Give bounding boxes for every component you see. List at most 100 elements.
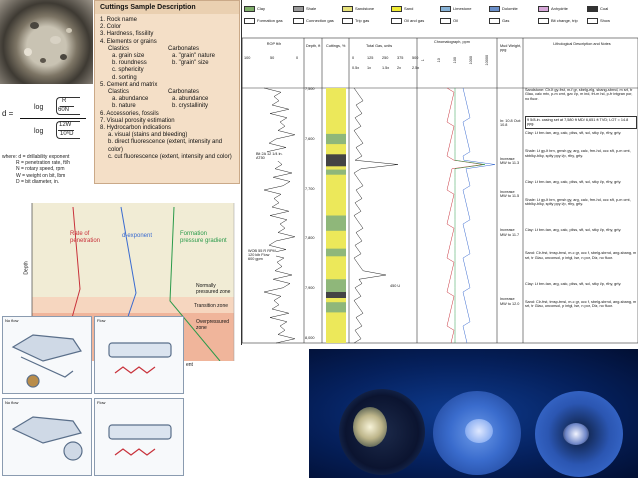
legend-label: Oil and gas bbox=[404, 18, 425, 23]
legend-item: Formation gas bbox=[243, 17, 283, 25]
cuttings-col: Clastics bbox=[108, 45, 130, 52]
legend-label: Bit change, trip bbox=[551, 18, 578, 23]
gas-tick: 500 bbox=[412, 56, 419, 60]
gas-tick2: 1x bbox=[367, 66, 372, 70]
litho-header: Lithological Description and Notes bbox=[553, 42, 611, 46]
gas-tick: 375 bbox=[397, 56, 404, 60]
eq-den2: 10⁶D bbox=[60, 131, 74, 137]
legend-item: Gas bbox=[488, 17, 509, 25]
litho-note: Sandstone: Clr-lt gy-frst, m-f gr, sbelg… bbox=[525, 88, 633, 101]
panel-flow-1: Flow bbox=[94, 316, 184, 394]
legend-item: Oil bbox=[439, 17, 458, 25]
cuttings-row: b. nature b. crystallinity bbox=[100, 103, 234, 110]
legend-label: Connection gas bbox=[306, 18, 334, 23]
mud-note: Increase MW to 11.7 bbox=[500, 228, 520, 237]
lithology-legend: Clay Shale Sandstone Sand Limestone Dolomite A… bbox=[243, 0, 638, 34]
mud-note: Increase MW to 11.3 bbox=[500, 156, 520, 166]
cuttings-line: a. visual (stains and bleeding) bbox=[108, 132, 188, 139]
gas-tick2: 0.5x bbox=[352, 66, 360, 70]
cuttings-col: b. crystallinity bbox=[172, 103, 209, 110]
cuttings-col: a. abundance bbox=[172, 96, 209, 103]
eq-num2: 60N bbox=[58, 107, 70, 113]
normal-zone-label: Normally pressured zone bbox=[196, 283, 231, 295]
cuttings-line: 4. Elements or grains bbox=[100, 38, 157, 45]
chrom-tick: 10000 bbox=[485, 54, 490, 66]
legend-item: Bit change, trip bbox=[537, 17, 578, 25]
legend-swatch bbox=[293, 6, 304, 12]
legend-item: Shale bbox=[292, 5, 316, 13]
legend-item: Dolomite bbox=[488, 5, 518, 13]
depth-tick: 7,900 bbox=[305, 286, 315, 291]
legend-swatch bbox=[489, 18, 500, 24]
cuttings-col: c. sphericity bbox=[112, 67, 144, 74]
cuttings-col: Carbonates bbox=[168, 89, 200, 96]
cuttings-header: Cuttings, % bbox=[326, 44, 346, 48]
chrom-header: Chromatograph, ppm bbox=[434, 40, 470, 44]
legend-item: Clay bbox=[243, 5, 265, 13]
cuttings-col: Clastics bbox=[108, 89, 130, 96]
mud-note: In: 10.8 Out: 10.8 bbox=[500, 118, 521, 127]
eq-den1: 12W bbox=[59, 122, 72, 128]
cuttings-col: a. grain size bbox=[112, 53, 145, 60]
legend-swatch bbox=[538, 6, 549, 12]
cuttings-col: b. roundness bbox=[112, 60, 147, 67]
legend-item: Sand bbox=[390, 5, 413, 13]
chrom-tick: 1 bbox=[420, 59, 425, 62]
legend-item: Sandstone bbox=[341, 5, 374, 13]
cuttings-col: a. abundance bbox=[112, 96, 149, 103]
legend-label: Gas bbox=[502, 18, 510, 23]
cuttings-col: d. sorting bbox=[112, 74, 137, 81]
cuttings-col: a. "grain" nature bbox=[172, 53, 215, 60]
legend-swatch bbox=[244, 6, 255, 12]
litho-note: Clay: Lt brn-tan, arg, calc, pliss, sft,… bbox=[525, 228, 622, 233]
cuttings-row: c. sphericity bbox=[100, 67, 234, 74]
gas-tick: 250 bbox=[382, 56, 389, 60]
legend-item: Limestone bbox=[439, 5, 471, 13]
eq-log-bottom: log bbox=[34, 128, 44, 135]
legend-swatch bbox=[342, 18, 353, 24]
rop-tick: 0 bbox=[296, 56, 299, 60]
legend-label: Trip gas bbox=[355, 18, 370, 23]
cuttings-col: b. "grain" size bbox=[172, 60, 209, 67]
depth-header: Depth, ft bbox=[306, 44, 321, 48]
legend-item: Connection gas bbox=[292, 17, 334, 25]
legend-swatch bbox=[489, 6, 500, 12]
litho-note: Shale: Lt gy-lt brn, grnsh gy, arg, calc… bbox=[525, 197, 631, 207]
cuttings-line: 1. Rock name bbox=[100, 17, 138, 23]
legend-label: Shale bbox=[306, 6, 317, 11]
legend-swatch bbox=[440, 18, 451, 24]
gas-trap-diagrams: No flow Flow No flow Flow bbox=[0, 314, 186, 478]
eq-d: d = bbox=[2, 109, 14, 118]
cuttings-description-card: Cuttings Sample Description 1. Rock name… bbox=[94, 0, 240, 184]
casing-note: 9 5/8-in. casing set at 7,580 ft MD/ 6,6… bbox=[525, 116, 637, 129]
legend-label: Anhydrite bbox=[551, 6, 568, 11]
legend-item: Anhydrite bbox=[537, 5, 568, 13]
chrom-tick: 10 bbox=[436, 58, 441, 63]
depth-tick: 7,800 bbox=[305, 236, 315, 241]
rop-tick: 100 bbox=[244, 56, 251, 60]
litho-note: Sand: Clr-frst, tmsp-trnsl, m-c gr, occ … bbox=[525, 251, 637, 260]
cuttings-line: 3. Hardness, fissility bbox=[100, 31, 154, 38]
legend-swatch bbox=[244, 18, 255, 24]
mud-header: Mud Weight, ppg bbox=[500, 44, 522, 53]
cuttings-row: d. sorting bbox=[100, 75, 234, 82]
panel-flow-2: Flow bbox=[94, 398, 184, 476]
eq-where: where: d = drillability exponent bbox=[2, 154, 70, 160]
chrom-tick: 100 bbox=[452, 57, 457, 64]
legend-swatch bbox=[587, 6, 598, 12]
overpressured-zone-label: Overpressured zone bbox=[196, 319, 230, 331]
gas-tick2: 1.5x bbox=[382, 66, 390, 70]
cuttings-col: b. nature bbox=[112, 103, 136, 110]
depth-tick: 7,600 bbox=[305, 136, 315, 141]
legend-label: Limestone bbox=[453, 6, 472, 11]
legend-label: Show bbox=[600, 18, 611, 23]
dexp-label: d-exponent bbox=[122, 233, 153, 239]
panel-no-flow-1: No flow bbox=[2, 316, 92, 394]
cuttings-sample-photo bbox=[0, 0, 93, 84]
legend-swatch bbox=[391, 18, 402, 24]
cuttings-line: b. direct fluorescence (extent, intensit… bbox=[108, 139, 223, 153]
gas-tick2: 2.5x bbox=[412, 66, 420, 70]
chrom-tick: 1000 bbox=[469, 55, 474, 65]
